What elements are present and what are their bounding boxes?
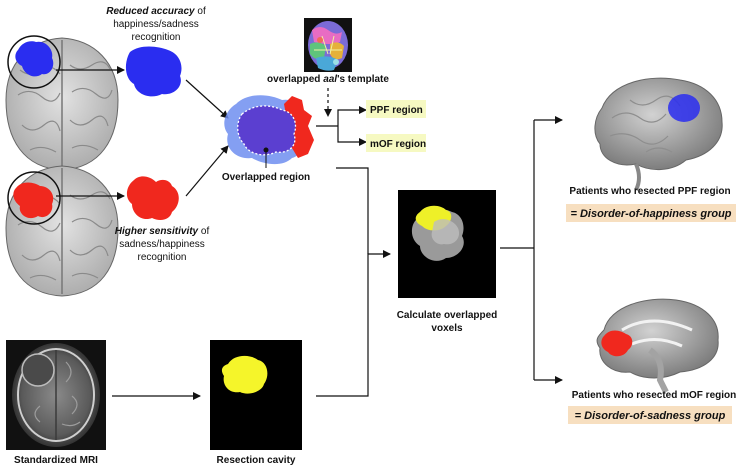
red-lesion-extracted xyxy=(126,176,179,220)
resection-cavity-image xyxy=(210,340,302,450)
sadness-group-box xyxy=(568,406,732,424)
axial-brain-blue-lesion xyxy=(5,35,119,171)
template-label: overlapped aal's template xyxy=(267,74,389,85)
bottom-lesion-caption-line2: sadness/happiness xyxy=(119,239,205,250)
mof-lesion-overlay xyxy=(601,330,633,357)
lesion-circle xyxy=(7,35,61,89)
mof-region-box xyxy=(366,134,426,152)
ppf-lesion-overlay xyxy=(668,94,700,122)
standardized-mri-image xyxy=(6,340,106,450)
medial-brain-mof xyxy=(596,298,719,394)
calc-label-line1: Calculate overlapped xyxy=(397,310,498,321)
arrow-to-mof-box xyxy=(337,126,367,146)
red-lesion xyxy=(13,182,54,219)
lesion-circle xyxy=(7,171,61,225)
arrow-red-to-overlap xyxy=(185,145,229,197)
ppf-patients-label: Patients who resected PPF region xyxy=(569,186,730,197)
bottom-lesion-caption-line3: recognition xyxy=(138,252,187,263)
aal-template-image xyxy=(304,18,352,72)
axial-brain-red-lesion xyxy=(5,165,119,297)
resection-label: Resection cavity xyxy=(217,455,296,466)
blue-lesion-extracted xyxy=(125,46,182,97)
calc-label-line2: voxels xyxy=(431,323,463,334)
top-lesion-caption-line2: happiness/sadness xyxy=(113,19,199,30)
mof-patients-label: Patients who resected mOF region xyxy=(572,390,736,401)
arrow-blue-to-overlap xyxy=(185,79,229,119)
arrow-resection-to-calc xyxy=(316,250,391,397)
mof-region-label: mOF region xyxy=(370,139,426,150)
top-lesion-caption-line3: recognition xyxy=(132,32,181,43)
overlapped-region-image xyxy=(224,95,314,168)
lateral-brain-ppf xyxy=(594,77,723,191)
overlapped-region-label: Overlapped region xyxy=(222,172,310,183)
happiness-group-box xyxy=(566,204,736,222)
line-regions-to-calc xyxy=(336,167,369,254)
ppf-region-label: PPF region xyxy=(370,105,423,116)
arrow-to-ppf-box xyxy=(337,106,367,126)
bottom-lesion-caption-line1: Higher sensitivity of xyxy=(115,226,210,237)
blue-lesion xyxy=(15,41,54,77)
top-lesion-caption-line1: Reduced accuracy of xyxy=(106,6,206,17)
ppf-region-box xyxy=(366,100,426,118)
sadness-group-label: = Disorder-of-sadness group xyxy=(575,410,726,422)
mri-label: Standardized MRI xyxy=(14,455,98,466)
calculate-voxels-image xyxy=(398,190,496,298)
happiness-group-label: = Disorder-of-happiness group xyxy=(570,208,731,220)
